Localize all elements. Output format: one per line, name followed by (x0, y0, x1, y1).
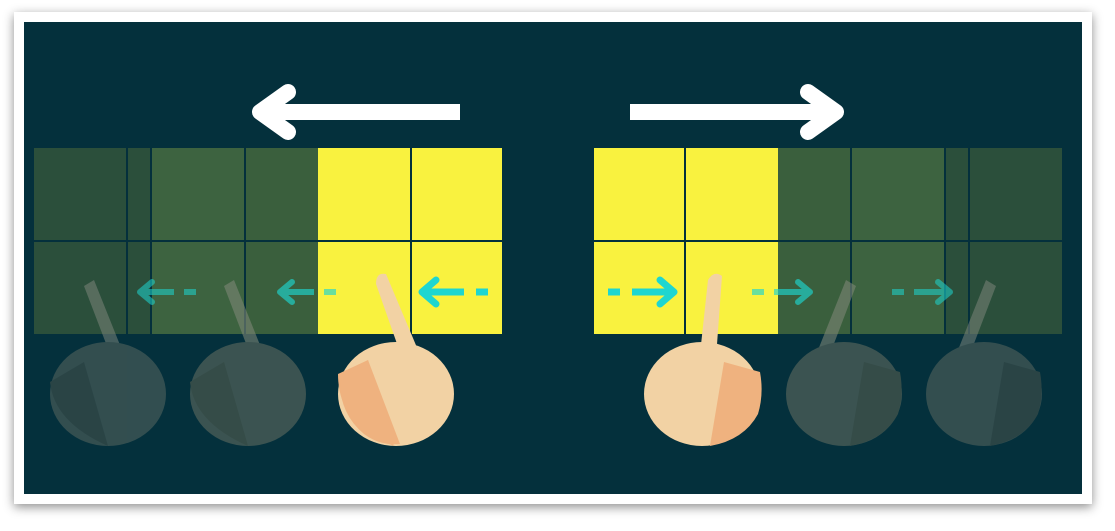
drag-arrow-icon (892, 279, 953, 305)
grid-cell-active (686, 242, 778, 334)
highlight-grid-right (594, 148, 778, 334)
drag-arrow-icon (137, 279, 196, 305)
drag-arrow-icon (277, 279, 336, 305)
hand-pointer-icon (644, 273, 762, 446)
arrow-left-icon (252, 84, 460, 140)
grid-cell (34, 148, 126, 240)
grid-cell-active (594, 148, 684, 240)
hand-pointer-icon (926, 280, 1042, 446)
grid-cell (946, 148, 968, 240)
grid-cell (970, 148, 1062, 240)
grid-cell-active (686, 148, 778, 240)
hand-pointer-icon (338, 273, 454, 446)
grid-cell (778, 148, 850, 240)
grid-cell (946, 242, 968, 334)
grid-cell (246, 148, 318, 240)
hand-pointer-icon (786, 280, 902, 446)
grid-cell (852, 148, 944, 240)
grid-cell (128, 242, 150, 334)
grid-cell (128, 148, 150, 240)
drag-arrow-icon (608, 276, 678, 308)
grid-cell (852, 242, 944, 334)
arrow-right-icon (630, 84, 844, 140)
swipe-diagram (34, 84, 1062, 446)
swipe-left-group (34, 84, 502, 446)
highlight-grid-left (318, 148, 502, 334)
grid-cell-active (412, 148, 502, 240)
swipe-right-group (594, 84, 1062, 446)
grid-cell-active (318, 148, 410, 240)
grid-cell (152, 148, 244, 240)
faded-grid-left (34, 148, 318, 334)
grid-cell (34, 242, 126, 334)
hand-pointer-icon (190, 280, 306, 446)
drag-arrow-icon (752, 279, 813, 305)
drag-arrow-icon (418, 276, 488, 308)
hand-pointer-icon (50, 280, 166, 446)
swipe-diagram-panel (24, 22, 1082, 494)
faded-grid-right (778, 148, 1062, 334)
